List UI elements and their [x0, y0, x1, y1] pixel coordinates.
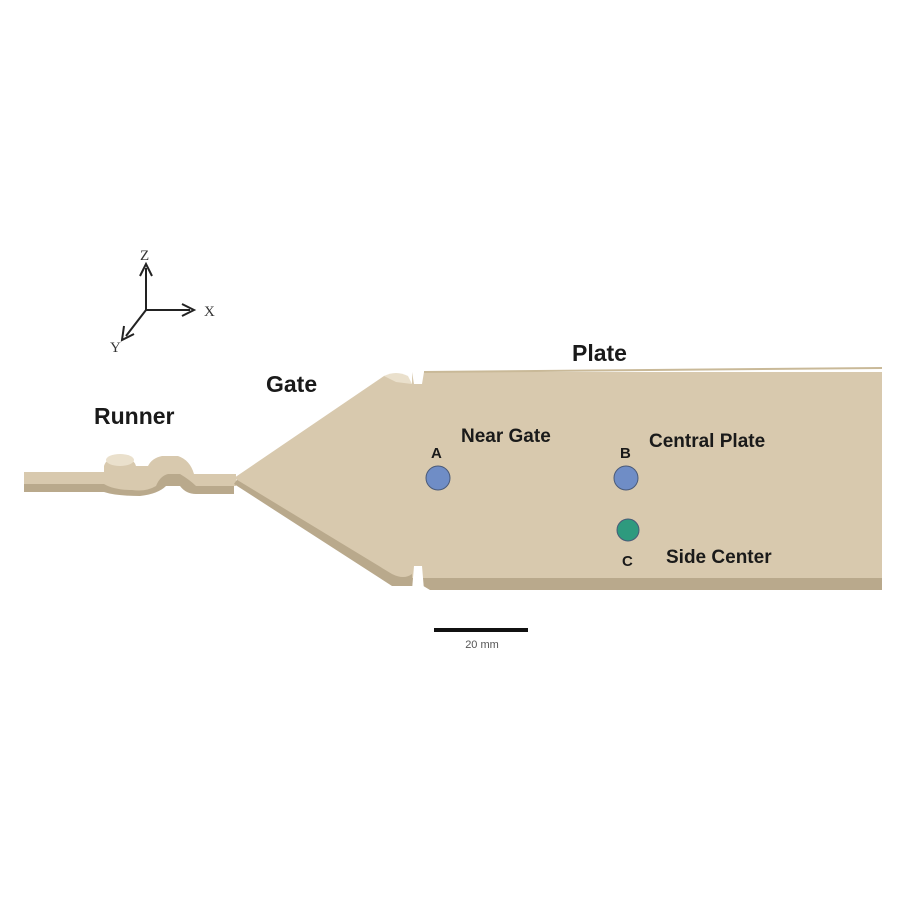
y-axis-line	[125, 309, 147, 337]
x-axis-arrowhead	[181, 303, 197, 317]
point-c-letter: C	[622, 553, 633, 570]
gate-body	[234, 374, 412, 577]
z-axis-arrowhead	[139, 261, 153, 277]
gate-top-highlight	[384, 373, 412, 384]
gate-part	[234, 373, 414, 586]
plate-part	[412, 367, 883, 590]
central-plate-label: Central Plate	[649, 431, 765, 452]
runner-sprue-top	[106, 454, 134, 466]
z-axis-label: Z	[140, 248, 149, 264]
side-center-label: Side Center	[666, 547, 772, 568]
scale-bar-label: 20 mm	[465, 639, 499, 651]
point-a-letter: A	[431, 445, 442, 462]
point-b-letter: B	[620, 445, 631, 462]
near-gate-label: Near Gate	[461, 426, 551, 447]
plate-top-edge	[423, 367, 883, 373]
runner-part	[24, 454, 236, 496]
plate-notch-bottom	[412, 566, 424, 590]
gate-label: Gate	[266, 371, 317, 397]
runner-label: Runner	[94, 403, 175, 429]
plate-notch-top	[412, 372, 424, 384]
plate-body	[412, 372, 882, 578]
y-axis-label: Y	[110, 340, 121, 356]
point-a-marker	[425, 465, 451, 491]
runner-shadow	[24, 470, 234, 496]
axis-triad	[120, 261, 197, 342]
plate-label: Plate	[572, 340, 627, 366]
x-axis-label: X	[204, 304, 215, 320]
point-c-marker	[616, 518, 640, 542]
runner-body	[24, 456, 236, 491]
y-axis-arrowhead	[120, 325, 135, 342]
point-b-marker	[613, 465, 639, 491]
